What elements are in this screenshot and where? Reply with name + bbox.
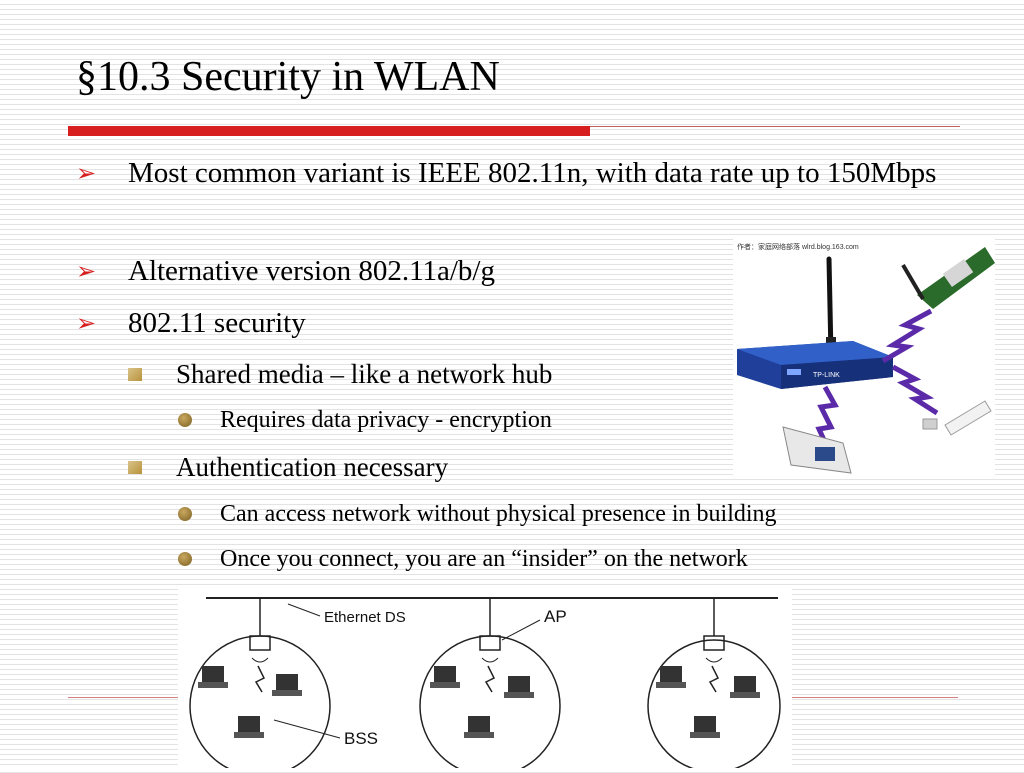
signal-bolt-icon <box>891 364 939 416</box>
pci-card-icon <box>901 247 995 309</box>
arrow-bullet-icon: ➢ <box>76 311 97 337</box>
laptop-icon <box>430 666 460 688</box>
round-bullet-icon <box>178 552 192 566</box>
sub-bullet-1-text: Shared media – like a network hub <box>176 359 553 389</box>
wireless-devices-photo: 作者：家庭网络部落 wlrd.blog.163.com TP-LINK <box>733 237 995 477</box>
round-bullet-icon <box>178 507 192 521</box>
bss-cell-1 <box>189 598 331 773</box>
router-icon: TP-LINK <box>737 341 893 389</box>
title-underline-accent <box>68 126 590 136</box>
subsub-bullet-3-text: Once you connect, you are an “insider” o… <box>220 546 748 572</box>
ethernet-ds-label: Ethernet DS <box>324 609 406 626</box>
arrow-bullet-icon: ➢ <box>76 259 97 285</box>
signal-bolt-icon <box>881 308 933 364</box>
bss-cell-3 <box>647 598 781 773</box>
slide-title: §10.3 Security in WLAN <box>76 54 500 100</box>
sub-bullet-2-text: Authentication necessary <box>176 452 449 482</box>
bss-cell-2 <box>419 598 561 773</box>
bullet-3-text: 802.11 security <box>128 307 306 339</box>
bullet-2-text: Alternative version 802.11a/b/g <box>128 255 495 287</box>
bullet-1-text: Most common variant is IEEE 802.11n, wit… <box>128 157 937 189</box>
laptop-icon <box>690 716 720 738</box>
laptop-icon <box>234 716 264 738</box>
subsub-bullet-2-text: Can access network without physical pres… <box>220 501 777 527</box>
router-brand-label: TP-LINK <box>813 372 840 379</box>
subsub-bullet-1-text: Requires data privacy - encryption <box>220 407 552 433</box>
usb-adapter-icon <box>922 400 992 436</box>
laptop-icon <box>272 674 302 696</box>
arrow-bullet-icon: ➢ <box>76 161 97 187</box>
square-bullet-icon <box>128 461 142 474</box>
ap-label: AP <box>544 607 567 626</box>
round-bullet-icon <box>178 413 192 427</box>
bss-label: BSS <box>344 729 378 748</box>
photo-watermark: 作者：家庭网络部落 wlrd.blog.163.com <box>737 242 859 251</box>
laptop-icon <box>464 716 494 738</box>
square-bullet-icon <box>128 368 142 381</box>
laptop-icon <box>656 666 686 688</box>
laptop-icon <box>730 676 760 698</box>
pcmcia-card-icon <box>782 426 852 474</box>
laptop-icon <box>198 666 228 688</box>
bss-network-diagram: Ethernet DS AP BSS <box>178 586 792 773</box>
signal-bolt-icon <box>815 385 839 453</box>
laptop-icon <box>504 676 534 698</box>
title-underline-thin <box>590 126 960 127</box>
